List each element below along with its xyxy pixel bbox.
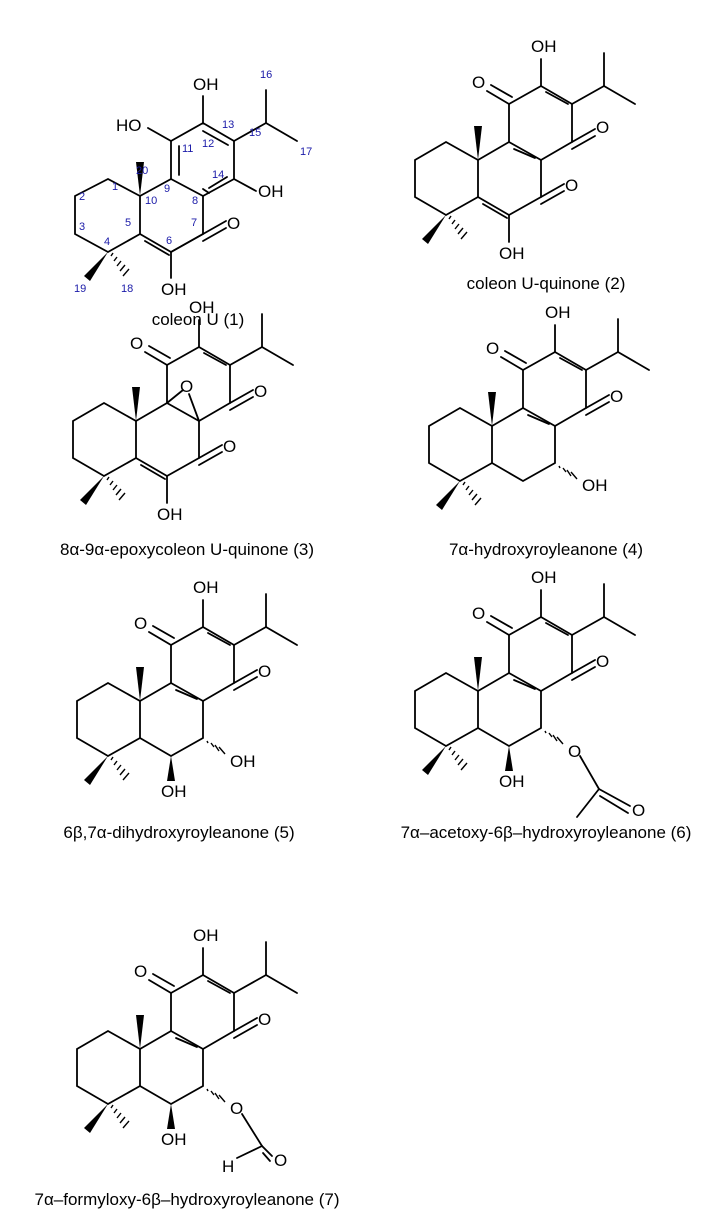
atom-o-label: O bbox=[254, 382, 267, 401]
structure-formyloxy-hydroxyroyleanone: OH O O O O H OH 7α–formyloxy-6β–hydroxyr… bbox=[35, 926, 340, 1209]
compound-caption: coleon U (1) bbox=[152, 310, 245, 329]
locant-label: 3 bbox=[79, 221, 85, 233]
atom-oh-label: OH bbox=[230, 752, 256, 771]
atom-o-label: O bbox=[472, 604, 485, 623]
atom-o-label: O bbox=[610, 387, 623, 406]
atom-oh-label: OH bbox=[193, 926, 219, 945]
atom-o-label: O bbox=[130, 334, 143, 353]
locant-label: 7 bbox=[191, 217, 197, 229]
compound-caption: 6β,7α-dihydroxyroyleanone (5) bbox=[63, 823, 294, 842]
atom-oh-label: OH bbox=[189, 298, 215, 317]
structure-dihydroxyroyleanone: OH O O OH OH 6β,7α-dihydroxyroyleanone (… bbox=[63, 578, 298, 842]
structure-hydroxyroyleanone: OH O O OH 7α-hydroxyroyleanone (4) bbox=[428, 303, 650, 559]
compound-caption: 7α–acetoxy-6β–hydroxyroyleanone (6) bbox=[401, 823, 692, 842]
atom-o-label: O bbox=[258, 1010, 271, 1029]
atom-o-label: O bbox=[258, 662, 271, 681]
atom-o-label: O bbox=[596, 118, 609, 137]
locant-label: 11 bbox=[182, 143, 193, 155]
compound-caption: 7α-hydroxyroyleanone (4) bbox=[449, 540, 643, 559]
atom-o-label: O bbox=[134, 614, 147, 633]
locant-label: 12 bbox=[202, 138, 214, 150]
atom-o-label: O bbox=[565, 176, 578, 195]
atom-oh-label: OH bbox=[499, 772, 525, 791]
locant-label: 8 bbox=[192, 195, 198, 207]
compound-caption: 7α–formyloxy-6β–hydroxyroyleanone (7) bbox=[35, 1190, 340, 1209]
structure-coleon-u: OH HO OH O OH 1 2 3 4 5 6 7 8 9 10 11 12… bbox=[74, 69, 312, 329]
atom-oh-label: OH bbox=[545, 303, 571, 322]
atom-oh-label: OH bbox=[161, 280, 187, 299]
atom-h-label: H bbox=[222, 1157, 234, 1176]
locant-label: 2 bbox=[79, 191, 85, 203]
atom-o-label: O bbox=[632, 801, 645, 820]
atom-ho-label: HO bbox=[116, 116, 142, 135]
atom-oh-label: OH bbox=[258, 182, 284, 201]
atom-o-label: O bbox=[223, 437, 236, 456]
locant-label: 20 bbox=[136, 165, 148, 177]
atom-oh-label: OH bbox=[193, 75, 219, 94]
locant-label: 18 bbox=[121, 283, 133, 295]
atom-o-label: O bbox=[472, 73, 485, 92]
atom-o-label: O bbox=[596, 652, 609, 671]
atom-o-label: O bbox=[134, 962, 147, 981]
locant-label: 13 bbox=[222, 119, 234, 131]
locant-label: 1 bbox=[112, 181, 118, 193]
locant-label: 10 bbox=[145, 195, 157, 207]
atom-oh-label: OH bbox=[161, 782, 187, 801]
locant-label: 9 bbox=[164, 183, 170, 195]
atom-o-label: O bbox=[568, 742, 581, 761]
locant-label: 15 bbox=[249, 127, 261, 139]
locant-label: 5 bbox=[125, 217, 131, 229]
locant-label: 16 bbox=[260, 69, 272, 81]
structure-epoxycoleon-u-quinone: OH O O O O OH 8α-9α-epoxycoleon U-quinon… bbox=[60, 298, 314, 559]
atom-oh-label: OH bbox=[157, 505, 183, 524]
structure-coleon-u-quinone: OH O O O OH coleon U-quinone (2) bbox=[414, 37, 636, 293]
atom-oh-label: OH bbox=[531, 568, 557, 587]
atom-oh-label: OH bbox=[499, 244, 525, 263]
atom-o-label: O bbox=[486, 339, 499, 358]
atom-o-label: O bbox=[227, 214, 240, 233]
locant-label: 19 bbox=[74, 283, 86, 295]
atom-oh-label: OH bbox=[161, 1130, 187, 1149]
compound-caption: 8α-9α-epoxycoleon U-quinone (3) bbox=[60, 540, 314, 559]
atom-o-label: O bbox=[230, 1099, 243, 1118]
compound-caption: coleon U-quinone (2) bbox=[467, 274, 626, 293]
atom-oh-label: OH bbox=[582, 476, 608, 495]
structure-acetoxy-hydroxyroyleanone: OH O O O O OH 7α–acetoxy-6β–hydroxyroyle… bbox=[401, 568, 692, 842]
locant-label: 6 bbox=[166, 235, 172, 247]
atom-o-label: O bbox=[180, 377, 193, 396]
atom-o-label: O bbox=[274, 1151, 287, 1170]
atom-oh-label: OH bbox=[193, 578, 219, 597]
locant-label: 4 bbox=[104, 236, 110, 248]
locant-label: 17 bbox=[300, 146, 312, 158]
locant-label: 14 bbox=[212, 169, 224, 181]
atom-oh-label: OH bbox=[531, 37, 557, 56]
